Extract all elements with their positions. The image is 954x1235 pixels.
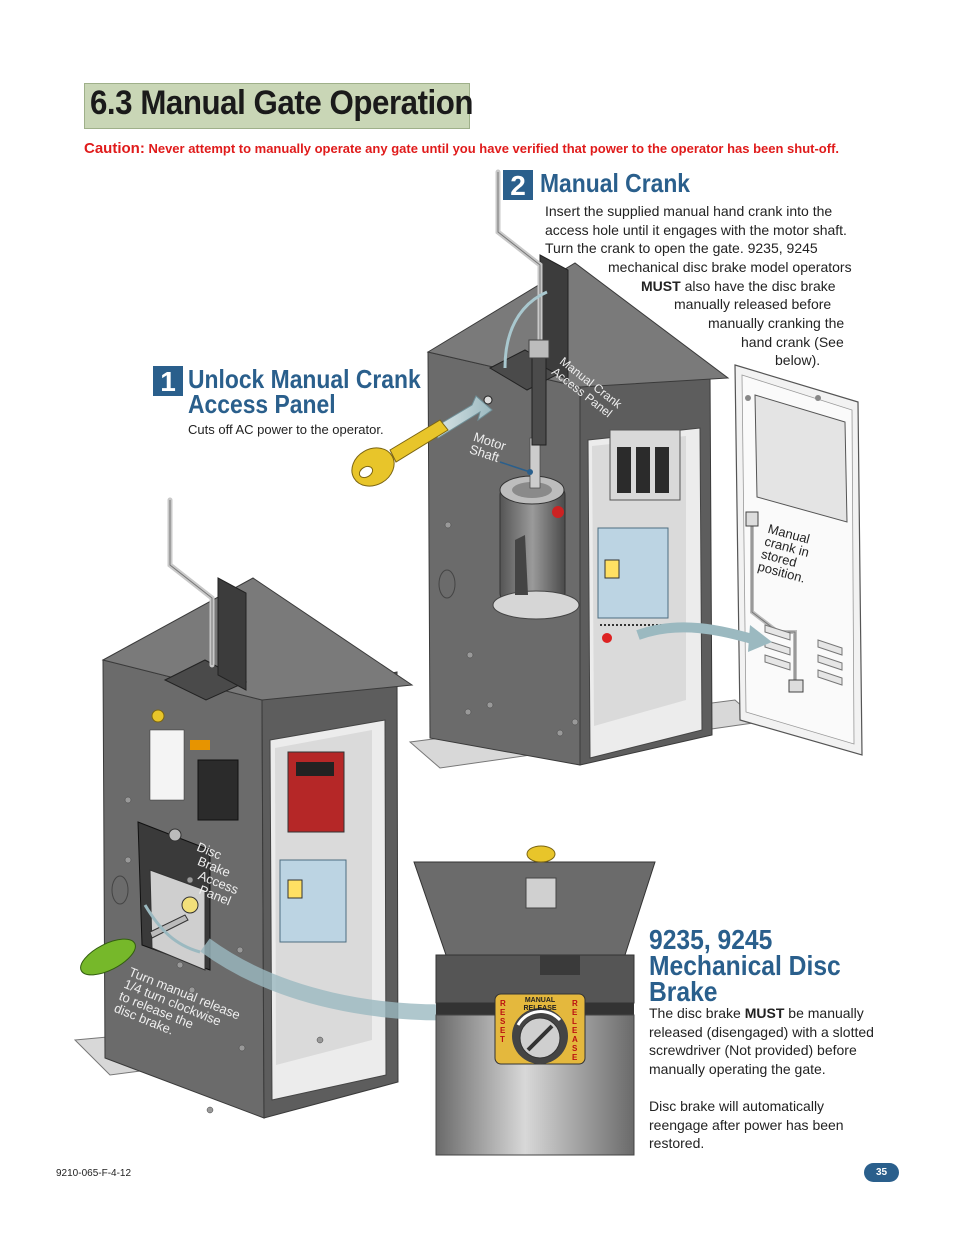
section2-line2: access hole until it engages with the mo…	[545, 222, 847, 238]
section3-p2-line2: reengage after power has been	[649, 1117, 844, 1133]
section2-line8: hand crank (See	[741, 334, 844, 350]
manual-release-line1: MANUAL	[524, 997, 556, 1004]
section3-p1-after: be manually	[788, 1005, 864, 1021]
section2-title: Manual Crank	[540, 168, 691, 198]
section2-line5: MUST also have the disc brake	[641, 277, 836, 296]
document-code: 9210-065-F-4-12	[56, 1168, 132, 1179]
manual-release-label: MANUAL RELEASE	[512, 997, 568, 1013]
section1-title-line1: Unlock Manual Crank	[188, 364, 421, 394]
manual-release-line2: RELEASE	[523, 1005, 557, 1012]
disc-brake-inset	[413, 845, 656, 1156]
page-number: 35	[864, 1163, 899, 1182]
section2-line3: Turn the crank to open the gate. 9235, 9…	[545, 240, 818, 256]
front-cabinet	[73, 497, 414, 1119]
section2-line5-text: also have the disc brake	[684, 278, 836, 294]
step-1-badge: 1	[153, 366, 183, 397]
section1-title: Unlock Manual Crank Access Panel	[188, 364, 421, 419]
section2-line1: Insert the supplied manual hand crank in…	[545, 203, 833, 219]
section2-line6: manually released before	[674, 296, 832, 312]
caution-label: Caution:	[84, 140, 145, 157]
section3-p1-line2: released (disengaged) with a slotted	[649, 1024, 874, 1040]
open-door-panel	[734, 364, 863, 756]
step-2-badge: 2	[503, 170, 533, 201]
section3-p1-line4: manually operating the gate.	[649, 1061, 826, 1077]
section1-title-line2: Access Panel	[188, 389, 336, 419]
section3-title: 9235, 9245 Mechanical Disc Brake	[649, 924, 841, 1007]
section2-line7: manually cranking the	[708, 315, 845, 331]
title-background	[84, 83, 470, 129]
section2-line4: mechanical disc brake model operators	[608, 259, 852, 275]
back-cabinet	[351, 169, 762, 769]
section3-p2-line3: restored.	[649, 1135, 705, 1151]
section3-title-line3: Brake	[649, 976, 718, 1007]
section1-caption: Cuts off AC power to the operator.	[188, 422, 384, 437]
section3-p2-line1: Disc brake will automatically	[649, 1098, 825, 1114]
reset-label: RESET	[500, 999, 506, 1044]
section3-p1-line3: screwdriver (Not provided) before	[649, 1042, 857, 1058]
key-icon	[351, 419, 449, 487]
section3-must: MUST	[744, 1005, 785, 1021]
section3-title-line2: Mechanical Disc	[649, 950, 841, 981]
page-title: 6.3 Manual Gate Operation	[90, 84, 474, 122]
release-vertical-label: RELEASE	[572, 999, 578, 1062]
section2-must: MUST	[641, 278, 681, 294]
section3-p1-line1: The disc brake MUST be manually	[649, 1004, 864, 1023]
caution-notice: Caution: Never attempt to manually opera…	[84, 140, 884, 157]
screwdriver-icon	[80, 914, 189, 976]
caution-text: Never attempt to manually operate any ga…	[148, 141, 840, 156]
section3-title-line1: 9235, 9245	[649, 924, 773, 955]
section3-p1-before: The disc brake	[649, 1005, 741, 1021]
section2-line9: below).	[775, 352, 821, 368]
